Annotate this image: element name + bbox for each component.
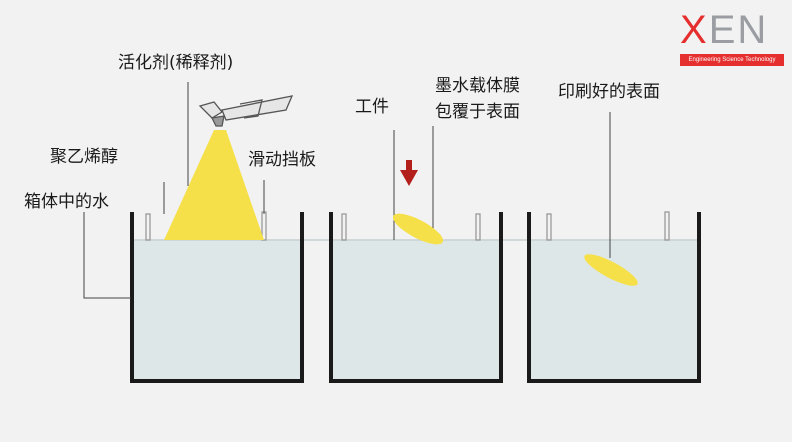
label-workpiece: 工件 — [355, 97, 389, 117]
activator-spray-cone — [164, 130, 264, 240]
tank-1 — [130, 212, 304, 383]
label-ink-film-line2: 包覆于表面 — [435, 102, 520, 122]
tank-2 — [329, 212, 503, 383]
water-tank-1 — [132, 240, 302, 380]
tank-3 — [527, 212, 701, 383]
logo-wordmark-rest: EN — [708, 8, 769, 52]
down-arrow-icon — [400, 160, 418, 186]
label-pva: 聚乙烯醇 — [50, 147, 118, 167]
label-printed-surface: 印刷好的表面 — [558, 82, 660, 102]
label-water: 箱体中的水 — [24, 192, 109, 212]
logo-x-letter: X — [680, 8, 709, 52]
label-baffle: 滑动挡板 — [248, 150, 316, 170]
logo-wordmark: XEN — [680, 10, 768, 50]
logo-tagline: Engineering Science Technology — [680, 54, 784, 66]
spray-gun-icon — [198, 95, 294, 127]
water-tank-3 — [529, 240, 699, 380]
workpiece-entering — [392, 213, 444, 245]
water-tank-2 — [331, 240, 501, 380]
label-ink-film-line1: 墨水载体膜 — [435, 76, 520, 96]
label-activator: 活化剂(稀释剂) — [118, 53, 234, 73]
leader-lines — [83, 82, 611, 299]
workpiece-printed — [584, 254, 638, 286]
tank-walls — [130, 212, 701, 383]
